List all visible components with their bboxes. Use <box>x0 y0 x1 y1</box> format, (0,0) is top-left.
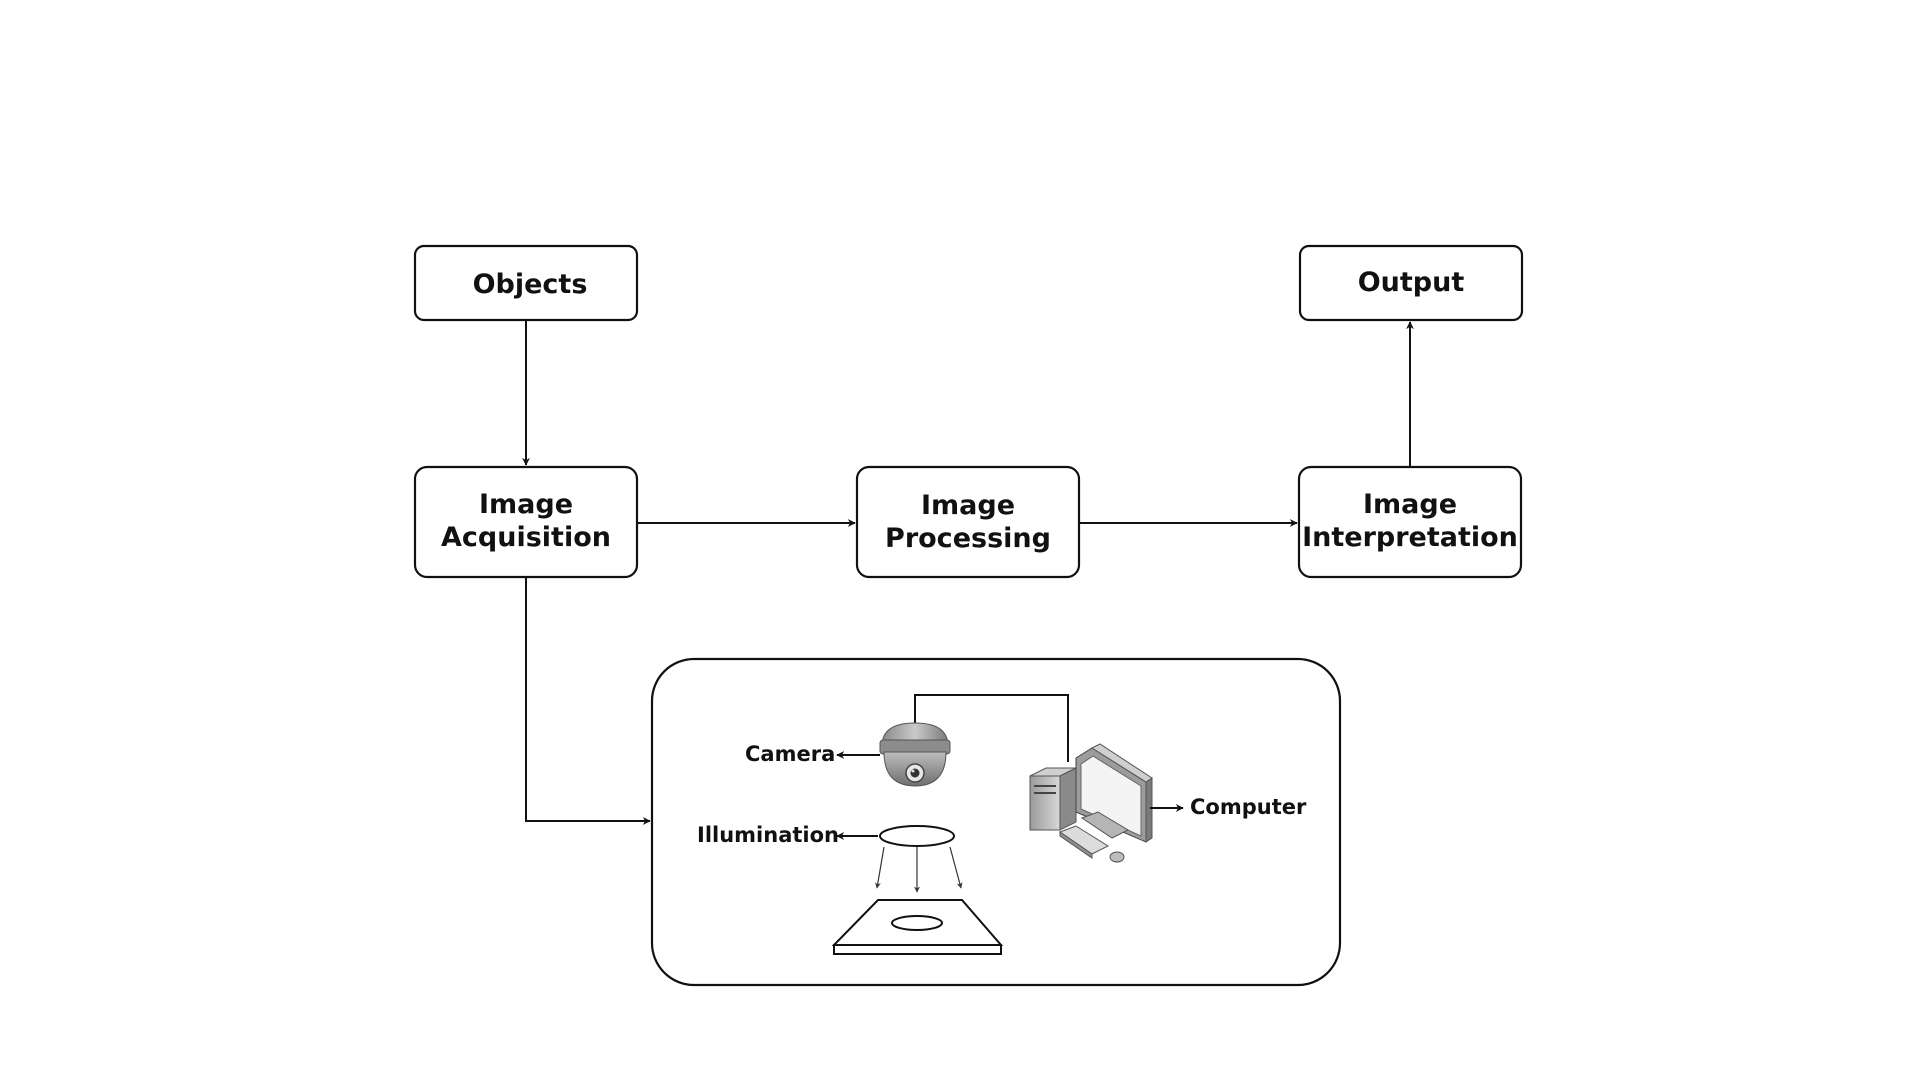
light-rays <box>874 846 963 893</box>
computer-icon <box>1029 743 1153 863</box>
camera-label: Camera <box>745 742 835 766</box>
image-processing-node: Image Processing <box>855 465 1081 579</box>
dome-camera-icon <box>879 722 951 787</box>
acquisition-setup-panel <box>650 657 1342 987</box>
objects-node: Objects <box>413 244 639 322</box>
work-platform-icon <box>831 899 1004 955</box>
image-processing-line1: Image <box>921 490 1015 521</box>
image-acquisition-line1: Image <box>479 489 573 520</box>
objects-label: Objects <box>473 269 588 300</box>
image-interpretation-line1: Image <box>1363 489 1457 520</box>
image-acquisition-line2: Acquisition <box>441 522 611 553</box>
image-interpretation-line2: Interpretation <box>1302 522 1518 553</box>
image-acquisition-node: Image Acquisition <box>413 465 639 579</box>
camera-computer-cable <box>914 694 1069 762</box>
computer-label: Computer <box>1190 795 1307 819</box>
image-processing-line2: Processing <box>885 523 1051 554</box>
output-node: Output <box>1298 244 1524 322</box>
output-label: Output <box>1358 267 1465 298</box>
illumination-ring-icon <box>879 825 955 847</box>
image-interpretation-node: Image Interpretation <box>1297 465 1523 579</box>
illumination-label: Illumination <box>697 823 839 847</box>
arrow-acquisition-to-setup <box>525 577 651 825</box>
